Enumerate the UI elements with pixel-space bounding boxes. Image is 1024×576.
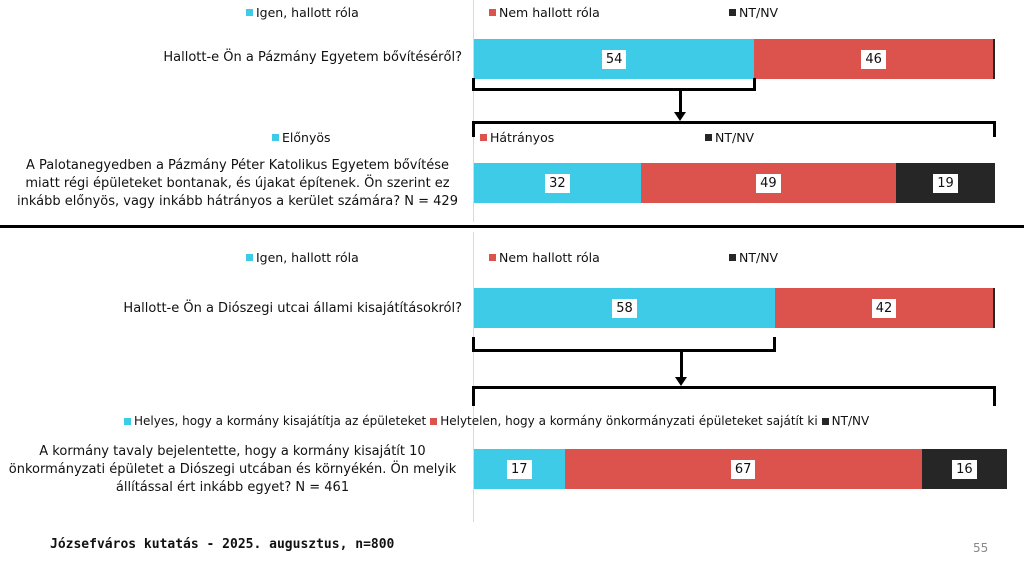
legend-label: Igen, hallott róla bbox=[256, 5, 359, 20]
segment-second: 42 bbox=[775, 288, 993, 328]
legend-label: Előnyös bbox=[282, 130, 331, 145]
segment-first: 32 bbox=[474, 163, 641, 203]
legend-label: NT/NV bbox=[715, 130, 755, 145]
data-label: 58 bbox=[612, 298, 637, 318]
segment-nt-nv bbox=[993, 39, 995, 79]
segment-first: 17 bbox=[474, 449, 565, 489]
legend-label: NT/NV bbox=[739, 5, 779, 20]
data-label: 42 bbox=[871, 298, 897, 318]
legend-item: Nem hallott róla bbox=[489, 5, 600, 20]
legend-item: Igen, hallott róla bbox=[246, 5, 359, 20]
legend-item: NT/NV bbox=[729, 250, 778, 265]
section-divider bbox=[0, 225, 1024, 228]
legend-label: NT/NV bbox=[831, 414, 870, 428]
arrow-line bbox=[679, 91, 682, 113]
data-label: 49 bbox=[756, 173, 781, 193]
bracket bbox=[472, 386, 996, 406]
data-label: 32 bbox=[545, 173, 570, 193]
legend-label: NT/NV bbox=[739, 250, 779, 265]
question-label: A Palotanegyedben a Pázmány Péter Katoli… bbox=[17, 158, 458, 209]
data-label: 67 bbox=[730, 459, 756, 479]
data-label: 46 bbox=[861, 49, 886, 69]
segment-second: 46 bbox=[754, 39, 993, 79]
legend-item: Előnyös bbox=[272, 130, 331, 145]
footer-source: Józsefváros kutatás - 2025. augusztus, n… bbox=[50, 537, 395, 552]
segment-second: 49 bbox=[640, 163, 897, 203]
legend-label: Nem hallott róla bbox=[499, 5, 600, 20]
segment-first: 58 bbox=[474, 288, 776, 328]
arrow-line bbox=[680, 352, 683, 378]
question-label: Hallott-e Ön a Pázmány Egyetem bővítésér… bbox=[163, 50, 462, 65]
segment-nt-nv bbox=[993, 288, 995, 328]
segment-nt-nv: 16 bbox=[921, 449, 1007, 489]
legend-label: Igen, hallott róla bbox=[256, 250, 359, 265]
segment-second: 67 bbox=[564, 449, 922, 489]
data-label: 16 bbox=[952, 459, 977, 479]
bracket bbox=[472, 78, 756, 91]
legend-item: NT/NV bbox=[729, 5, 778, 20]
legend-label: Hátrányos bbox=[490, 130, 555, 145]
data-label: 19 bbox=[933, 173, 958, 193]
legend-item: Hátrányos bbox=[480, 130, 554, 145]
legend-label: Nem hallott róla bbox=[499, 250, 600, 265]
question-label: A kormány tavaly bejelentette, hogy a ko… bbox=[8, 444, 457, 495]
segment-first: 54 bbox=[474, 39, 755, 79]
stacked-bar: 32 49 19 bbox=[474, 163, 995, 203]
page-number: 55 bbox=[973, 541, 989, 555]
segment-nt-nv: 19 bbox=[896, 163, 995, 203]
stacked-bar: 17 67 16 bbox=[474, 449, 1007, 489]
legend-item: Igen, hallott róla bbox=[246, 250, 359, 265]
legend-item: Nem hallott róla bbox=[489, 250, 600, 265]
bracket bbox=[472, 337, 776, 352]
arrow-down-icon bbox=[675, 377, 687, 386]
legend-label: Helyes, hogy a kormány kisajátítja az ép… bbox=[134, 414, 427, 428]
axis-line bbox=[473, 232, 474, 522]
legend-label: Helytelen, hogy a kormány önkormányzati … bbox=[440, 414, 818, 428]
stacked-bar: 58 42 bbox=[474, 288, 995, 328]
bracket bbox=[472, 121, 996, 137]
stacked-bar: 54 46 bbox=[474, 39, 995, 79]
arrow-down-icon bbox=[674, 112, 686, 121]
legend-item: NT/NV bbox=[705, 130, 754, 145]
data-label: 17 bbox=[507, 459, 532, 479]
legend: Helyes, hogy a kormány kisajátítja az ép… bbox=[124, 414, 869, 428]
question-label: Hallott-e Ön a Diószegi utcai állami kis… bbox=[123, 301, 462, 316]
data-label: 54 bbox=[601, 49, 627, 69]
axis-line bbox=[473, 0, 474, 222]
